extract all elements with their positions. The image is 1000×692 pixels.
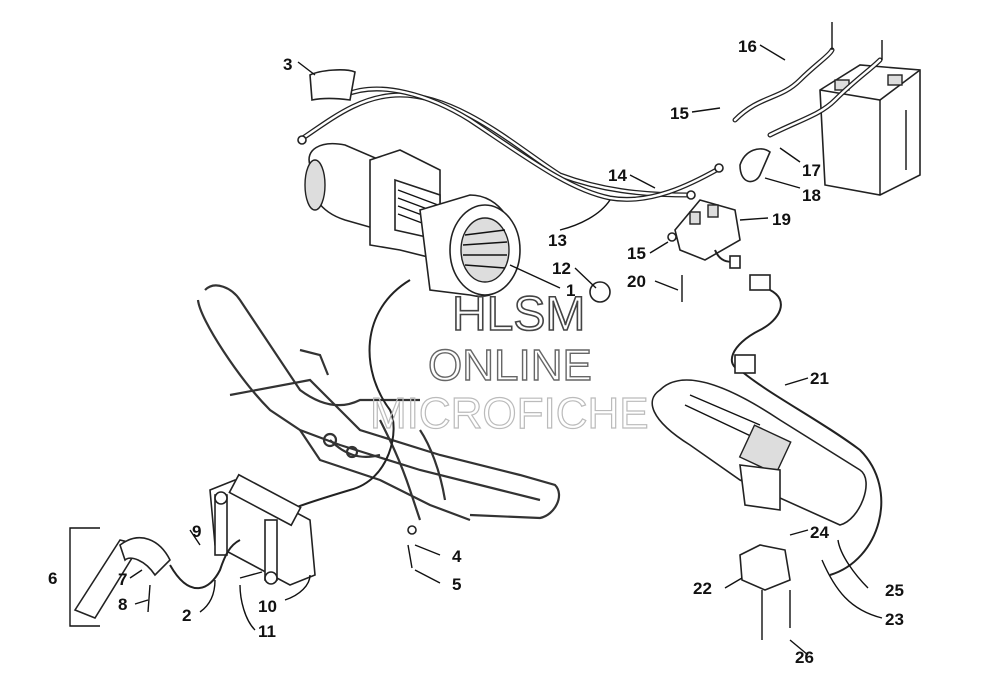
callout-15b: 15: [627, 244, 646, 263]
callout-10: 10: [258, 597, 277, 616]
callout-4: 4: [452, 547, 462, 566]
callout-23: 23: [885, 610, 904, 629]
callout-6: 6: [48, 569, 57, 588]
leader-lines: [69, 44, 883, 656]
terminal-boot: [739, 148, 771, 183]
callout-3: 3: [283, 55, 292, 74]
handlebar-switch: [651, 379, 867, 526]
callout-24: 24: [810, 523, 829, 542]
callout-26: 26: [795, 648, 814, 667]
watermark-line1: HLSM: [452, 288, 585, 341]
watermark-line3: MICROFICHE: [370, 389, 649, 438]
callout-21: 21: [810, 369, 829, 388]
roller-fairlead: [209, 473, 316, 586]
battery-cables: [297, 86, 724, 202]
callout-18: 18: [802, 186, 821, 205]
bumper-frame: [196, 284, 561, 522]
washer: [407, 525, 417, 535]
cable-boot: [309, 69, 356, 101]
callout-11: 11: [258, 622, 276, 641]
watermark: HLSM ONLINE MICROFICHE: [369, 287, 649, 438]
callout-9: 9: [192, 522, 201, 541]
callout-22: 22: [693, 579, 712, 598]
callout-5: 5: [452, 575, 461, 594]
callout-17: 17: [802, 161, 821, 180]
callout-13: 13: [548, 231, 567, 250]
wiring-harness: [730, 289, 782, 371]
callout-7: 7: [118, 570, 127, 589]
hook-and-strap: [73, 536, 241, 619]
switch-housing: [739, 544, 791, 591]
callout-2: 2: [182, 606, 191, 625]
winch-assembly: [304, 143, 521, 297]
battery: [819, 64, 921, 196]
watermark-line2: ONLINE: [428, 341, 592, 390]
callout-25: 25: [885, 581, 904, 600]
callout-14: 14: [608, 166, 627, 185]
callout-12: 12: [552, 259, 571, 278]
callout-16: 16: [738, 37, 757, 56]
callout-19: 19: [772, 210, 791, 229]
callout-8: 8: [118, 595, 127, 614]
callout-20: 20: [627, 272, 646, 291]
callout-1: 1: [566, 281, 575, 300]
callout-labels: 1 2 3 4 5 6 7 8 9 10 11 12 13 14 15 15 1…: [48, 37, 904, 667]
winch-solenoid: [674, 199, 741, 269]
callout-15a: 15: [670, 104, 689, 123]
